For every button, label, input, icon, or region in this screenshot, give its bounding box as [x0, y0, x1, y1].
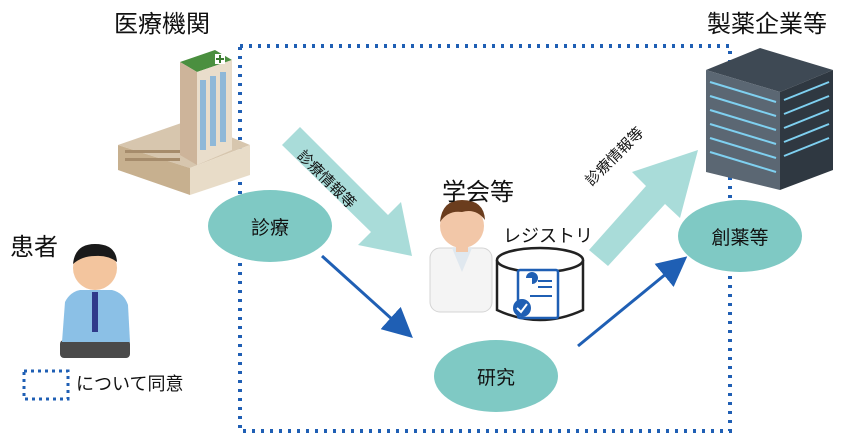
academic-society-label: 学会等	[442, 178, 514, 206]
arrow-diagnosis-to-research	[320, 254, 413, 339]
patient-label: 患者	[10, 233, 58, 261]
pharma-company-label: 製薬企業等	[707, 10, 827, 38]
research-node-label: 研究	[476, 366, 515, 389]
hospital-icon	[118, 50, 250, 195]
database-icon	[495, 246, 585, 322]
drug-discovery-node-label: 創薬等	[711, 226, 769, 249]
info-flow-arrow-left	[282, 127, 412, 256]
doctor-icon	[429, 200, 493, 313]
registry-label: レジストリ	[503, 226, 593, 247]
medical-institution-label: 医療機関	[114, 10, 210, 38]
patient-icon	[60, 244, 130, 358]
diagnosis-node: 診療	[208, 190, 332, 262]
office-building-icon	[706, 48, 833, 190]
info-flow-arrow-right	[589, 150, 698, 266]
research-node: 研究	[434, 340, 558, 412]
legend-dotted-box	[22, 369, 70, 401]
consent-note-label: について同意	[76, 374, 184, 395]
diagnosis-node-label: 診療	[250, 216, 289, 239]
arrow-research-to-drug	[577, 256, 688, 348]
drug-discovery-node: 創薬等	[678, 200, 802, 272]
